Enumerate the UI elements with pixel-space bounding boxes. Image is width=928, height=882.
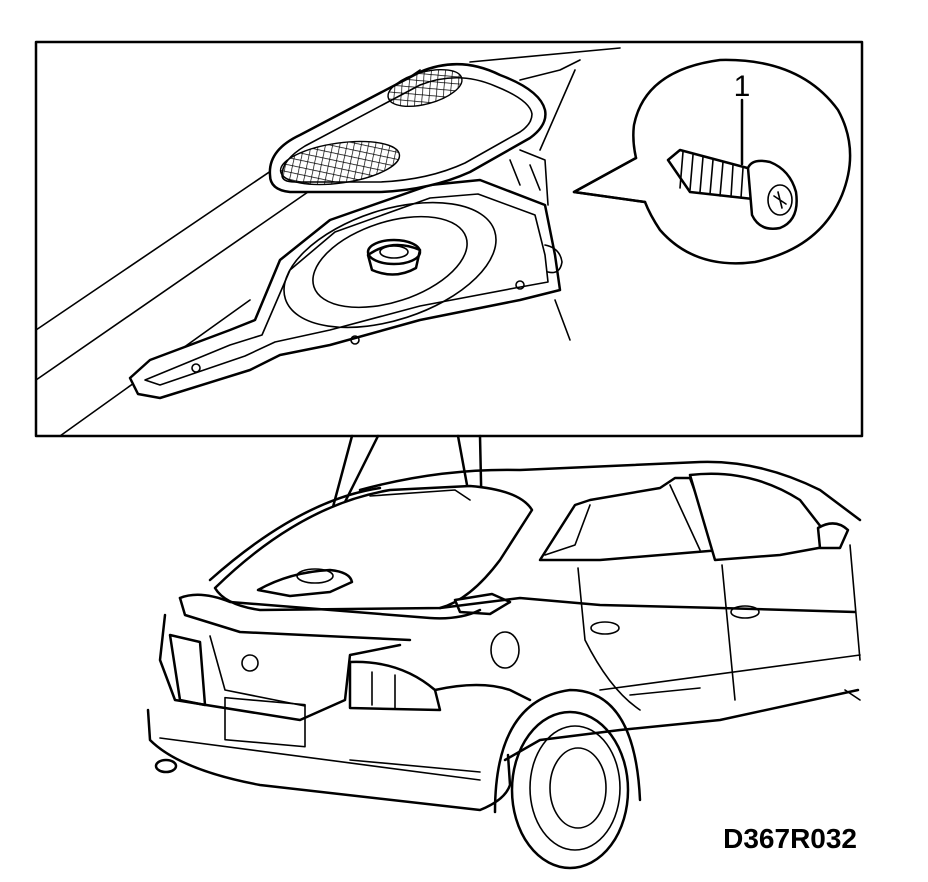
speaker-cover-icon: [268, 63, 547, 194]
speaker-housing-icon: [128, 149, 563, 400]
detail-frame: [34, 40, 864, 438]
detail-view: 1: [34, 40, 864, 438]
screw-icon: [666, 148, 798, 230]
rear-wheel: [493, 688, 642, 870]
car-rear-view-icon: [146, 460, 862, 870]
drawing-code: D367R032: [723, 823, 857, 854]
callout-number: 1: [734, 70, 751, 103]
screw-callout: 1: [572, 58, 852, 265]
